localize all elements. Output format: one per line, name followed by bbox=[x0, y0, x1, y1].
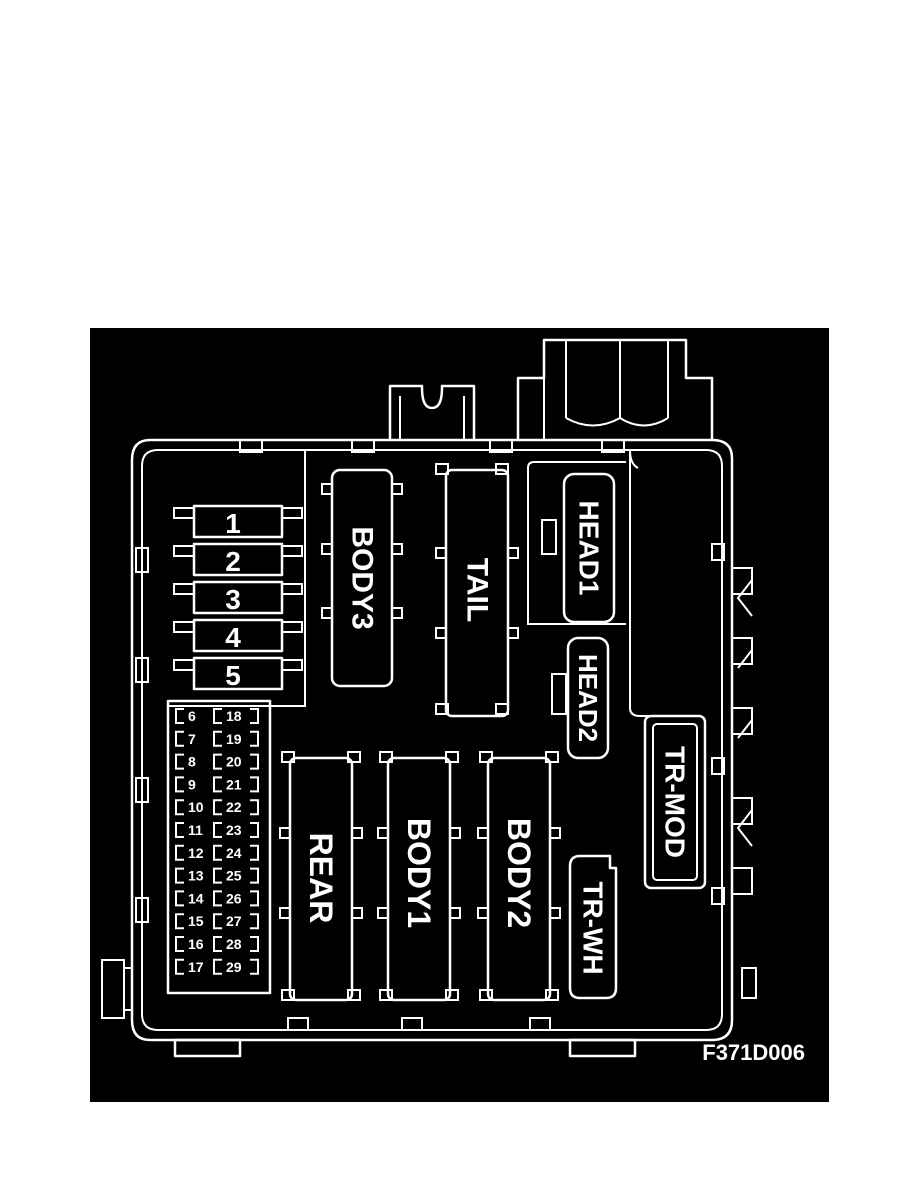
relay-head2-label: HEAD2 bbox=[573, 654, 603, 742]
mini-fuse-label: 14 bbox=[188, 890, 204, 906]
small-fuse-4-label: 4 bbox=[225, 622, 241, 653]
mini-fuse-label: 26 bbox=[226, 890, 242, 906]
small-fuse-group: 1 2 3 4 5 bbox=[173, 504, 303, 691]
mini-fuse-bracket bbox=[250, 890, 259, 907]
mini-fuse-bracket bbox=[213, 708, 222, 724]
mini-fuse-bracket bbox=[213, 776, 222, 793]
relay-head2: HEAD2 bbox=[566, 636, 610, 760]
small-fuse-5: 5 bbox=[173, 656, 303, 691]
mini-fuse-bracket bbox=[250, 958, 259, 975]
mini-fuse-label: 15 bbox=[188, 913, 204, 929]
relay-head1: HEAD1 bbox=[562, 472, 616, 624]
mini-fuse-bracket bbox=[250, 708, 259, 724]
mini-fuse-label: 28 bbox=[226, 936, 242, 952]
small-fuse-1-label: 1 bbox=[225, 508, 241, 539]
mini-fuse-label: 24 bbox=[226, 845, 242, 861]
mini-fuse-bracket bbox=[175, 844, 184, 861]
small-fuse-2-label: 2 bbox=[225, 546, 241, 577]
internal-dividers bbox=[168, 449, 700, 717]
mini-fuse-bracket bbox=[213, 799, 222, 816]
fuse-box-housing bbox=[101, 338, 757, 1058]
mini-fuse-column-right: 18 19 20 21 22 23 24 25 26 27 28 29 bbox=[213, 708, 259, 975]
relay-body3-label: BODY3 bbox=[346, 526, 379, 629]
mini-fuse-bracket bbox=[175, 890, 184, 907]
mini-fuse-label: 18 bbox=[226, 708, 242, 724]
small-fuse-3-label: 3 bbox=[225, 584, 241, 615]
small-fuse-1: 1 bbox=[173, 504, 303, 539]
mini-fuse-label: 20 bbox=[226, 754, 242, 770]
small-fuse-3: 3 bbox=[173, 580, 303, 615]
relay-tr-wh-label: TR-WH bbox=[578, 881, 609, 974]
mini-fuse-label: 6 bbox=[188, 708, 196, 724]
mini-fuse-bracket bbox=[213, 958, 222, 975]
relay-rear-label: REAR bbox=[303, 833, 339, 924]
relay-body1: BODY1 bbox=[377, 751, 461, 1002]
mini-fuse-label: 9 bbox=[188, 776, 196, 792]
mini-fuse-label: 27 bbox=[226, 913, 242, 929]
mini-fuse-bracket bbox=[250, 913, 259, 930]
mini-fuse-label: 8 bbox=[188, 754, 196, 770]
mini-fuse-bracket bbox=[175, 776, 184, 793]
relay-body2-label: BODY2 bbox=[501, 818, 537, 928]
mini-fuse-bracket bbox=[250, 867, 259, 884]
relay-tail-label: TAIL bbox=[461, 558, 494, 622]
mini-fuse-label: 19 bbox=[226, 731, 242, 747]
mini-fuse-bracket bbox=[250, 799, 259, 816]
mini-fuse-label: 12 bbox=[188, 845, 204, 861]
mini-fuse-bracket bbox=[175, 867, 184, 884]
mini-fuse-label: 23 bbox=[226, 822, 242, 838]
mini-fuse-label: 22 bbox=[226, 799, 242, 815]
relay-tail: TAIL bbox=[435, 463, 519, 718]
relay-head1-label: HEAD1 bbox=[574, 501, 605, 596]
relay-tr-mod-label: TR-MOD bbox=[660, 746, 691, 858]
mini-fuse-bracket bbox=[175, 799, 184, 816]
mini-fuse-column-left: 6 7 8 9 10 11 12 13 14 15 16 17 bbox=[175, 708, 204, 975]
mini-fuse-bracket bbox=[250, 753, 259, 770]
mini-fuse-bracket bbox=[250, 776, 259, 793]
mini-fuse-bracket bbox=[175, 753, 184, 770]
mini-fuse-label: 25 bbox=[226, 868, 242, 884]
relay-rear: REAR bbox=[279, 751, 363, 1002]
small-fuse-5-label: 5 bbox=[225, 660, 241, 691]
relay-body3: BODY3 bbox=[321, 468, 403, 688]
figure-code: F371D006 bbox=[702, 1040, 805, 1065]
mini-fuse-bracket bbox=[250, 844, 259, 861]
mini-fuse-bracket bbox=[175, 936, 184, 952]
relay-body1-label: BODY1 bbox=[401, 818, 437, 928]
mini-fuse-bracket bbox=[213, 844, 222, 861]
relay-body2: BODY2 bbox=[477, 751, 561, 1002]
mini-fuse-label: 21 bbox=[226, 776, 242, 792]
mini-fuse-label: 29 bbox=[226, 959, 242, 975]
mini-fuse-bracket bbox=[213, 867, 222, 884]
small-fuse-2: 2 bbox=[173, 542, 303, 577]
relay-tr-mod: TR-MOD bbox=[643, 714, 707, 890]
mini-fuse-bracket bbox=[175, 913, 184, 930]
mini-fuse-bracket bbox=[175, 822, 184, 838]
mini-fuse-bracket bbox=[213, 730, 222, 747]
mini-fuse-bracket bbox=[213, 822, 222, 838]
mini-fuse-label: 11 bbox=[188, 822, 203, 838]
mini-fuse-label: 13 bbox=[188, 868, 204, 884]
relay-tr-wh: TR-WH bbox=[568, 854, 618, 1000]
mini-fuse-bracket bbox=[250, 936, 259, 952]
mini-fuse-bracket bbox=[213, 753, 222, 770]
mini-fuse-label: 16 bbox=[188, 936, 204, 952]
mini-fuse-bracket bbox=[175, 958, 184, 975]
mini-fuse-bracket bbox=[213, 913, 222, 930]
mini-fuse-bracket bbox=[250, 822, 259, 838]
mini-fuse-bracket bbox=[250, 730, 259, 747]
mini-fuse-bracket bbox=[213, 890, 222, 907]
mini-fuse-block: 6 7 8 9 10 11 12 13 14 15 16 17 18 19 20 21 22 23 24 25 26 2… bbox=[166, 699, 272, 995]
mini-fuse-label: 17 bbox=[188, 959, 204, 975]
mini-fuse-label: 7 bbox=[188, 731, 196, 747]
mini-fuse-bracket bbox=[175, 708, 184, 724]
small-fuse-4: 4 bbox=[173, 618, 303, 653]
mini-fuse-bracket bbox=[213, 936, 222, 952]
mini-fuse-label: 10 bbox=[188, 799, 204, 815]
mini-fuse-bracket bbox=[175, 730, 184, 747]
